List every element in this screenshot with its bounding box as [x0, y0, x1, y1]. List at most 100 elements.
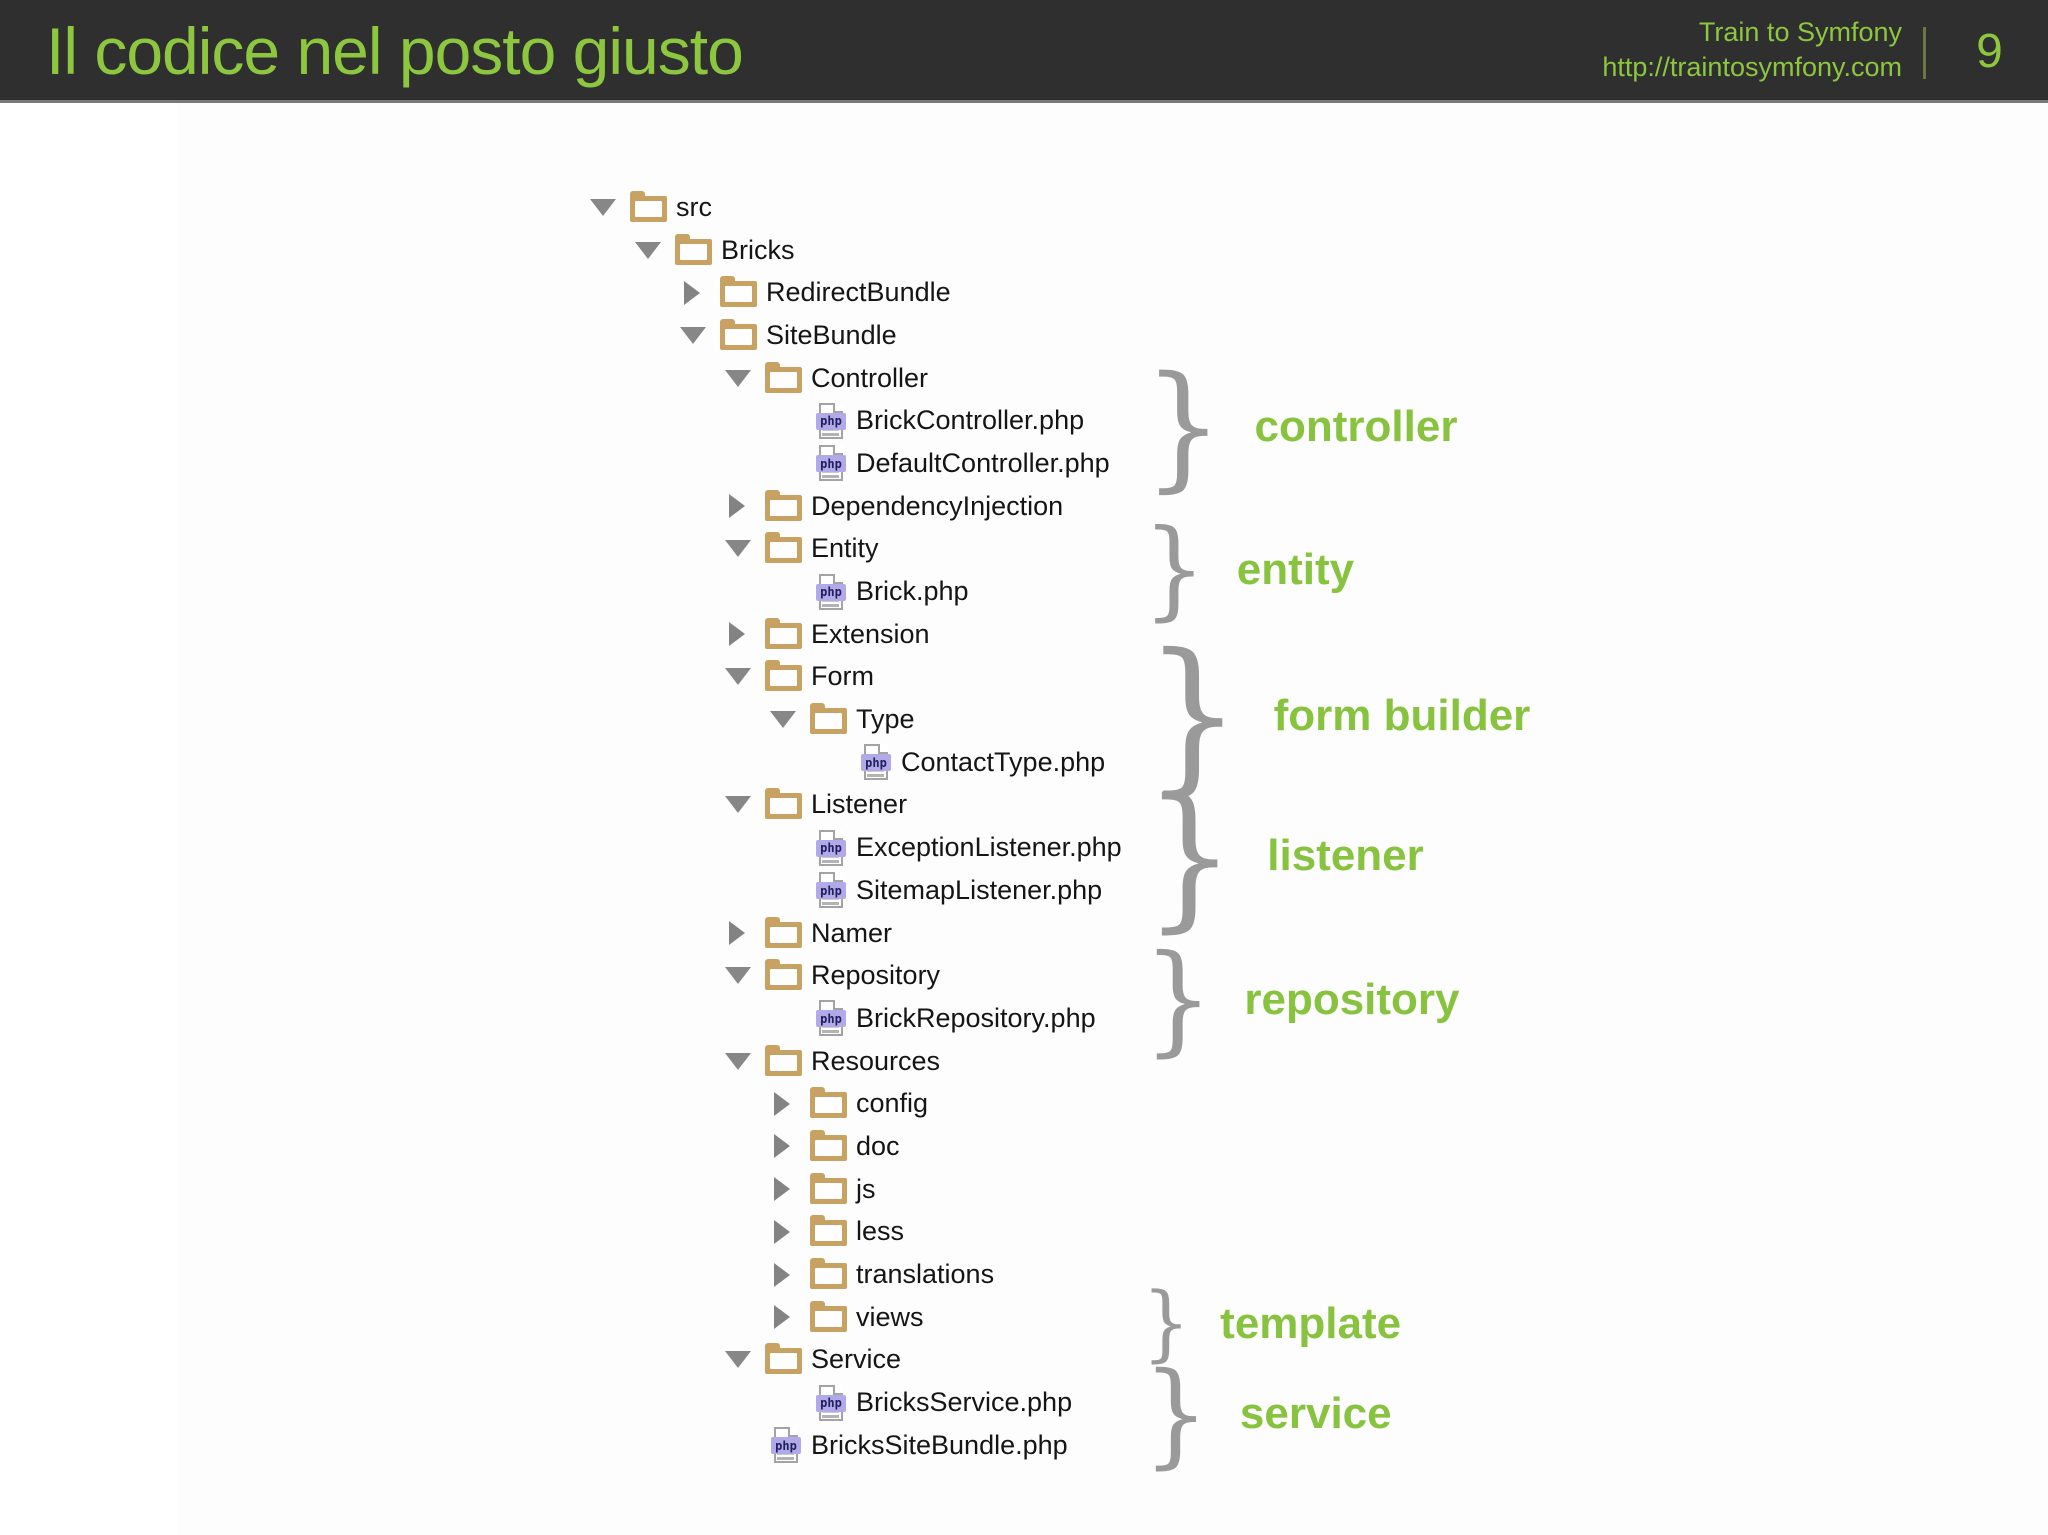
- tree-row[interactable]: php BrickController.php: [588, 399, 1122, 442]
- tree-row[interactable]: src: [588, 186, 1122, 229]
- tree-item-label: config: [856, 1088, 929, 1119]
- tree-item-label: ContactType.php: [901, 746, 1106, 777]
- disclosure-slot[interactable]: [768, 1091, 810, 1116]
- annotation: } form builder: [1144, 619, 1531, 812]
- tree-row[interactable]: Repository: [588, 954, 1122, 997]
- annotation-label: service: [1239, 1389, 1392, 1438]
- tree-row[interactable]: php SitemapListener.php: [588, 869, 1122, 912]
- disclosure-slot[interactable]: [678, 326, 720, 344]
- disclosure-slot[interactable]: [633, 241, 675, 259]
- disclosure-slot[interactable]: [768, 1219, 810, 1244]
- disclosure-triangle-icon[interactable]: [729, 622, 745, 647]
- tree-item-label: Listener: [811, 789, 908, 820]
- tree-row[interactable]: Namer: [588, 912, 1122, 955]
- tree-item-label: BrickRepository.php: [856, 1002, 1096, 1033]
- tree-row[interactable]: Service: [588, 1339, 1122, 1382]
- tree-row[interactable]: less: [588, 1211, 1122, 1254]
- disclosure-slot[interactable]: [723, 369, 765, 387]
- disclosure-triangle-icon[interactable]: [684, 280, 700, 305]
- disclosure-slot[interactable]: [768, 711, 810, 729]
- disclosure-slot[interactable]: [768, 1262, 810, 1287]
- annotation: } controller: [1143, 348, 1458, 506]
- disclosure-triangle-icon[interactable]: [774, 1134, 790, 1159]
- tree-row[interactable]: js: [588, 1168, 1122, 1211]
- tree-row[interactable]: php Brick.php: [588, 570, 1122, 613]
- disclosure-triangle-icon[interactable]: [725, 1351, 751, 1369]
- disclosure-triangle-icon[interactable]: [774, 1305, 790, 1330]
- disclosure-triangle-icon[interactable]: [774, 1219, 790, 1244]
- disclosure-triangle-icon[interactable]: [729, 494, 745, 519]
- disclosure-slot[interactable]: [723, 622, 765, 647]
- php-badge: php: [816, 412, 846, 430]
- tree-row[interactable]: php ContactType.php: [588, 741, 1122, 784]
- disclosure-slot[interactable]: [723, 668, 765, 686]
- disclosure-triangle-icon[interactable]: [725, 369, 751, 387]
- disclosure-slot[interactable]: [723, 1351, 765, 1369]
- tree-row[interactable]: php DefaultController.php: [588, 442, 1122, 485]
- disclosure-slot[interactable]: [723, 796, 765, 814]
- disclosure-slot[interactable]: [723, 967, 765, 985]
- disclosure-slot[interactable]: [768, 1177, 810, 1202]
- disclosure-slot[interactable]: [768, 1305, 810, 1330]
- disclosure-slot[interactable]: [723, 494, 765, 519]
- tree-row[interactable]: views: [588, 1296, 1122, 1339]
- php-file-icon: php: [816, 444, 846, 482]
- tree-row[interactable]: RedirectBundle: [588, 271, 1122, 314]
- tree-item-label: views: [856, 1301, 924, 1332]
- annotation-label: form builder: [1273, 691, 1531, 740]
- folder-icon: [765, 788, 802, 820]
- disclosure-triangle-icon[interactable]: [729, 921, 745, 946]
- page-number: 9: [1976, 25, 2003, 78]
- disclosure-slot[interactable]: [723, 1052, 765, 1070]
- tree-row[interactable]: Controller: [588, 357, 1122, 400]
- tree-item-label: Service: [811, 1344, 902, 1375]
- tree-row[interactable]: Extension: [588, 613, 1122, 656]
- tree-row[interactable]: DependencyInjection: [588, 485, 1122, 528]
- disclosure-triangle-icon[interactable]: [635, 241, 661, 259]
- annotation-label: repository: [1244, 975, 1460, 1024]
- disclosure-triangle-icon[interactable]: [774, 1262, 790, 1287]
- php-file-icon: php: [771, 1426, 801, 1464]
- tree-row[interactable]: Form: [588, 656, 1122, 699]
- disclosure-triangle-icon[interactable]: [725, 1052, 751, 1070]
- folder-icon: [765, 660, 802, 692]
- tree-row[interactable]: php BricksSiteBundle.php: [588, 1424, 1122, 1467]
- folder-icon: [720, 318, 757, 350]
- tree-row[interactable]: SiteBundle: [588, 314, 1122, 357]
- tree-row[interactable]: Resources: [588, 1040, 1122, 1083]
- disclosure-triangle-icon[interactable]: [725, 796, 751, 814]
- disclosure-slot[interactable]: [588, 198, 630, 216]
- disclosure-triangle-icon[interactable]: [725, 668, 751, 686]
- php-badge: php: [816, 839, 846, 857]
- disclosure-slot[interactable]: [723, 921, 765, 946]
- tree-row[interactable]: Listener: [588, 784, 1122, 827]
- tree-row[interactable]: php ExceptionListener.php: [588, 826, 1122, 869]
- tree-row[interactable]: Bricks: [588, 229, 1122, 272]
- disclosure-triangle-icon[interactable]: [680, 326, 706, 344]
- tree-row[interactable]: Entity: [588, 528, 1122, 571]
- disclosure-triangle-icon[interactable]: [770, 711, 796, 729]
- annotation-label: listener: [1267, 831, 1424, 880]
- brand-url[interactable]: http://traintosymfony.com: [1602, 52, 1902, 82]
- tree-row[interactable]: doc: [588, 1125, 1122, 1168]
- php-file-icon: php: [816, 1384, 846, 1422]
- disclosure-triangle-icon[interactable]: [725, 540, 751, 558]
- disclosure-triangle-icon[interactable]: [725, 967, 751, 985]
- tree-item-label: js: [856, 1173, 876, 1204]
- tree-row[interactable]: Type: [588, 698, 1122, 741]
- disclosure-triangle-icon[interactable]: [590, 198, 616, 216]
- disclosure-triangle-icon[interactable]: [774, 1091, 790, 1116]
- disclosure-slot[interactable]: [768, 1134, 810, 1159]
- annotation-label: template: [1220, 1299, 1402, 1348]
- tree-row[interactable]: php BrickRepository.php: [588, 997, 1122, 1040]
- disclosure-slot[interactable]: [723, 540, 765, 558]
- php-badge: php: [771, 1437, 801, 1455]
- tree-row[interactable]: php BricksService.php: [588, 1381, 1122, 1424]
- php-badge: php: [816, 583, 846, 601]
- disclosure-triangle-icon[interactable]: [774, 1177, 790, 1202]
- disclosure-slot[interactable]: [678, 280, 720, 305]
- tree-row[interactable]: config: [588, 1082, 1122, 1125]
- folder-icon: [765, 959, 802, 991]
- tree-row[interactable]: translations: [588, 1253, 1122, 1296]
- annotation: } repository: [1143, 930, 1460, 1069]
